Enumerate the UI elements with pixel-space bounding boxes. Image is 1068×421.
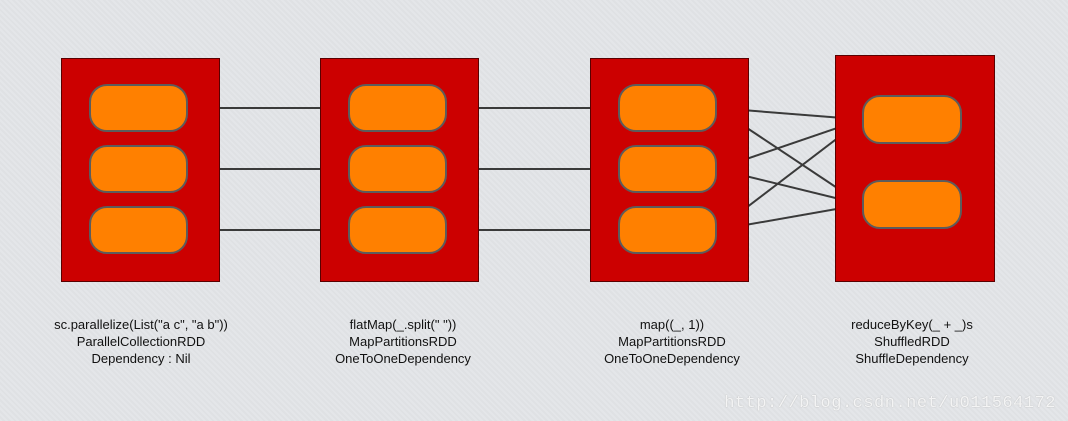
stage-label-line: ShuffleDependency [855, 351, 969, 366]
stage-label-line: MapPartitionsRDD [618, 334, 726, 349]
partition-reducebykey-0 [862, 95, 962, 144]
stage-label-line: map((_, 1)) [639, 317, 705, 332]
rdd-reducebykey [835, 55, 995, 282]
partition-map-1 [618, 145, 717, 193]
watermark: http://blog.csdn.net/u011564172 [724, 394, 1056, 413]
stage-label-line: flatMap(_.split(" ")) [349, 317, 457, 332]
partition-flatmap-0 [348, 84, 447, 132]
partition-flatmap-2 [348, 206, 447, 254]
stage-label-line: ParallelCollectionRDD [76, 334, 206, 349]
stage-label-line: MapPartitionsRDD [349, 334, 457, 349]
stage-label-line: sc.parallelize(List("a c", "a b")) [54, 317, 228, 332]
partition-parallelize-1 [89, 145, 188, 193]
stage-label-flatmap: flatMap(_.split(" ")) MapPartitionsRDD One… [293, 316, 513, 367]
partition-parallelize-0 [89, 84, 188, 132]
stage-label-line: ShuffledRDD [874, 334, 950, 349]
partition-reducebykey-1 [862, 180, 962, 229]
stage-label-map: map((_, 1)) MapPartitionsRDD OneToOneDepen… [562, 316, 782, 367]
stage-label-line: OneToOneDependency [604, 351, 740, 366]
stage-label-line: OneToOneDependency [335, 351, 471, 366]
stage-label-line: reduceByKey(_ + _)s [851, 317, 973, 332]
partition-flatmap-1 [348, 145, 447, 193]
partition-map-2 [618, 206, 717, 254]
partition-parallelize-2 [89, 206, 188, 254]
stage-label-line: Dependency : Nil [91, 351, 191, 366]
stage-label-parallelize: sc.parallelize(List("a c", "a b")) Parall… [31, 316, 251, 367]
partition-map-0 [618, 84, 717, 132]
